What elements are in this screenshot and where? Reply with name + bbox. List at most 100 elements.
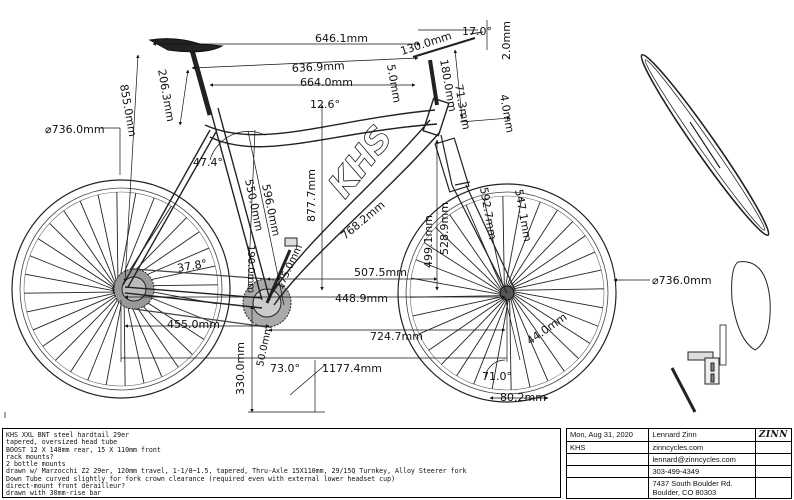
spoke (456, 299, 507, 377)
dim-down-tube: 768.2mm (339, 198, 388, 242)
spoke (510, 235, 586, 288)
title-address-line-1: 7437 South Boulder Rd. (652, 479, 733, 488)
dim-head-angle-main: 73.0° (270, 362, 300, 375)
spoke (37, 238, 114, 288)
dim-front-center-upper: 507.5mm (354, 266, 407, 279)
dim-fork-crown: 528.9mm (438, 202, 451, 255)
bike-frame (122, 97, 450, 309)
spoke (26, 293, 115, 313)
spoke (513, 291, 603, 309)
note-line: tapered, oversized head tube (6, 438, 118, 447)
spoke (49, 223, 114, 287)
note-line: rack mounts? (6, 452, 54, 461)
dim-bb-height: 330.0mm (234, 342, 247, 395)
spoke (25, 273, 114, 292)
spoke (513, 292, 599, 327)
dim-effective-top-tube: 636.9mm (291, 59, 345, 75)
dim-chainstay-vertical: 190.0mm (245, 245, 256, 293)
dim-reach-top: 646.1mm (315, 32, 368, 45)
dim-wheel-diameter-front: ⌀736.0mm (652, 274, 712, 287)
spoke (32, 294, 116, 331)
spoke (509, 299, 512, 390)
spoke (116, 192, 119, 282)
spoke (513, 288, 604, 291)
notes-box (2, 428, 561, 498)
spoke (511, 297, 549, 382)
title-date: Mon, Aug 31, 2020 (565, 428, 650, 442)
note-line: drawn with 30mm-rise bar (6, 489, 102, 498)
spoke (415, 259, 501, 294)
note-line: KHS XXL BNT steel hardtail 29er (6, 431, 130, 439)
spoke (502, 196, 505, 287)
spoke (465, 204, 503, 289)
dim-seat-tube-angle: 47.4° (193, 156, 223, 169)
title-designer: Lennard Zinn (648, 428, 756, 442)
dim-wheelbase: 1177.4mm (322, 362, 382, 375)
dim-wheel-diameter-rear: ⌀736.0mm (45, 123, 105, 136)
spoke (509, 221, 573, 287)
dim-horizontal-top-tube: 664.0mm (300, 76, 353, 89)
spoke (511, 251, 596, 289)
dim-fork-axle-crown: 499.1mm (422, 215, 435, 268)
spoke (441, 299, 505, 365)
spoke (70, 296, 120, 373)
dim-fork-length-a: 592.7mm (477, 186, 499, 240)
spoke (491, 299, 509, 389)
note-line: drawn w/ Marzocchi Z2 29er, 120mm travel… (6, 467, 467, 476)
spoke (449, 214, 502, 290)
dim-fork-offset: 80.2mm (500, 391, 546, 404)
front-wheel-spokes (410, 196, 604, 390)
spoke (512, 296, 565, 372)
dim-head-tube-angle: 71.0° (482, 370, 512, 383)
spoke (473, 299, 508, 385)
title-project: KHS (565, 441, 650, 454)
note-line: Down Tube curved slightly for fork crown… (6, 474, 396, 483)
spoke (24, 291, 114, 294)
spoke (411, 277, 501, 295)
note-line: 2 bottle mounts (6, 460, 66, 469)
dim-top-tube-angle: 12.6° (310, 98, 340, 111)
dim-spacer-stack: 5.0mm (384, 63, 404, 104)
spoke (512, 269, 602, 290)
spoke (505, 197, 523, 287)
spoke (55, 296, 119, 361)
spoke (87, 296, 122, 381)
dim-stack-height: 877.7mm (305, 169, 318, 222)
title-phone: 303-499-4349 (648, 465, 756, 478)
chain (133, 268, 268, 328)
spoke (428, 298, 504, 351)
frame-brand-logo: KHS (321, 118, 401, 205)
dim-front-to-bb: 724.7mm (370, 330, 423, 343)
dim-chainstay-length: 455.0mm (167, 318, 220, 331)
spoke (79, 200, 116, 284)
chainring (242, 237, 298, 328)
dim-chainstay-angle: 37.8° (176, 257, 208, 275)
zinn-logo: ZINN (754, 428, 793, 442)
wheel-side-view-detail (640, 53, 770, 237)
title-website: zinncycles.com (648, 441, 756, 454)
dimension-labels: 646.1mm 130.0mm 17.0° 2.0mm 636.9mm 206.… (45, 21, 712, 404)
spoke (513, 295, 579, 359)
spoke (513, 293, 591, 344)
dim-top-cap: 4.0mm (497, 93, 517, 134)
title-block: Mon, Aug 31, 2020 Lennard Zinn ZINN KHS … (565, 428, 793, 499)
dim-stem-spacer: 2.0mm (500, 21, 513, 60)
spoke (510, 298, 531, 388)
title-email: lennard@zinncycles.com (648, 453, 756, 466)
spoke (123, 296, 126, 386)
spoke (412, 296, 502, 317)
note-line: direct-mount front derailleur? (6, 482, 126, 491)
spoke (42, 295, 117, 347)
dim-seat-tube-extension: 206.3mm (155, 68, 177, 122)
suspension-fork (434, 134, 516, 294)
dimension-lines (100, 20, 650, 413)
dim-front-center: 448.9mm (335, 292, 388, 305)
spoke (125, 295, 145, 384)
title-address-line-2: Boulder, CO 80303 (652, 488, 717, 497)
dim-stem-angle: 17.0° (462, 25, 492, 38)
spoke (507, 209, 558, 287)
front-wheel (397, 183, 617, 403)
spoke (506, 201, 541, 287)
stem-and-handlebar (412, 31, 484, 106)
